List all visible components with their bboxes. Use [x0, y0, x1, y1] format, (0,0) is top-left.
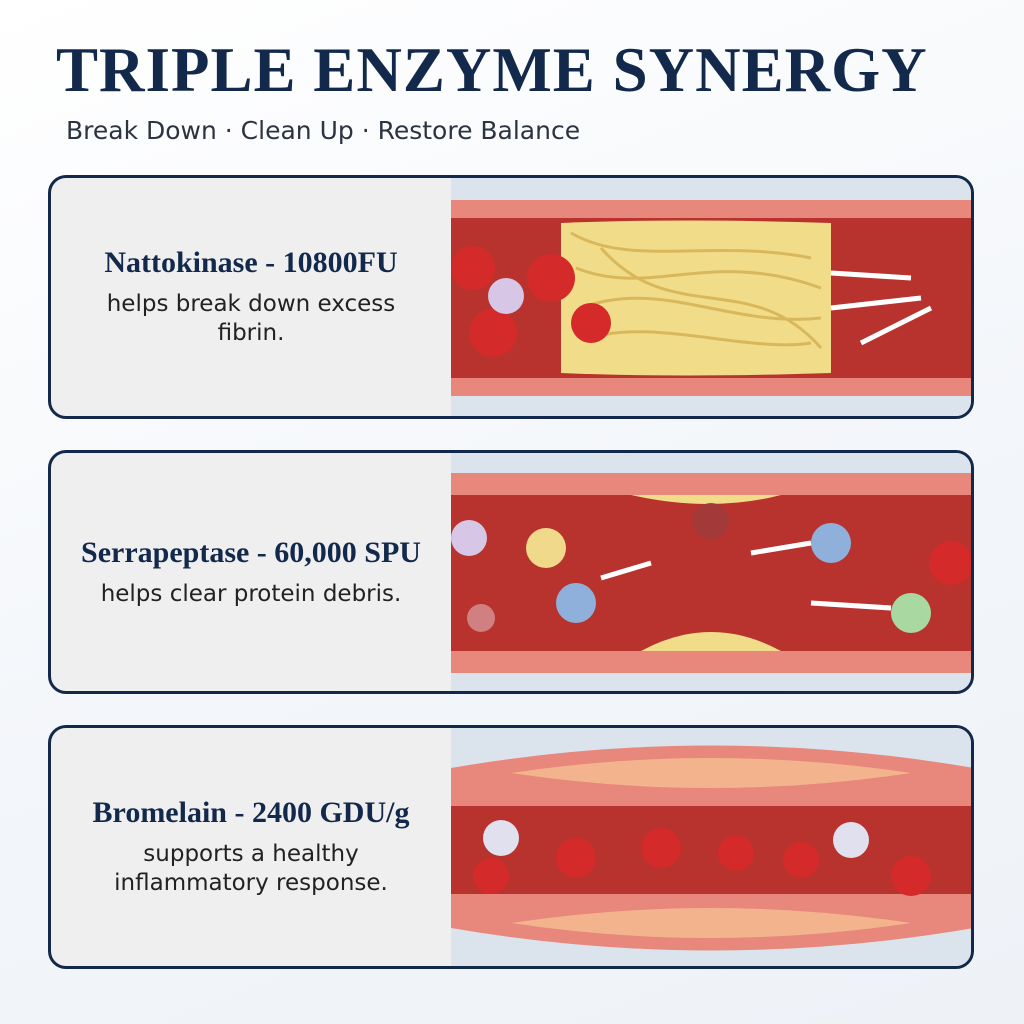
serrapeptase-card: Serrapeptase - 60,000 SPU helps clear pr…	[48, 450, 974, 694]
card-text: Nattokinase - 10800FU helps break down e…	[51, 178, 451, 416]
bromelain-card: Bromelain - 2400 GDU/g supports a health…	[48, 725, 974, 969]
card-heading: Bromelain - 2400 GDU/g	[92, 796, 410, 829]
card-description: supports a healthy inflammatory response…	[114, 841, 388, 896]
page-title: TRIPLE ENZYME SYNERGY	[56, 35, 928, 105]
card-text: Bromelain - 2400 GDU/g supports a health…	[51, 728, 451, 966]
page-subtitle: Break Down · Clean Up · Restore Balance	[66, 116, 581, 145]
protein-debris-illustration	[451, 453, 971, 691]
nattokinase-card: Nattokinase - 10800FU helps break down e…	[48, 175, 974, 419]
card-heading: Serrapeptase - 60,000 SPU	[81, 535, 421, 569]
card-description: helps clear protein debris.	[100, 580, 402, 607]
card-description: helps break down excess fibrin.	[106, 291, 396, 346]
card-text: Serrapeptase - 60,000 SPU helps clear pr…	[51, 453, 451, 691]
fibrin-breakdown-illustration	[451, 178, 971, 416]
healthy-vessel-illustration	[451, 728, 971, 966]
card-heading: Nattokinase - 10800FU	[104, 246, 398, 279]
